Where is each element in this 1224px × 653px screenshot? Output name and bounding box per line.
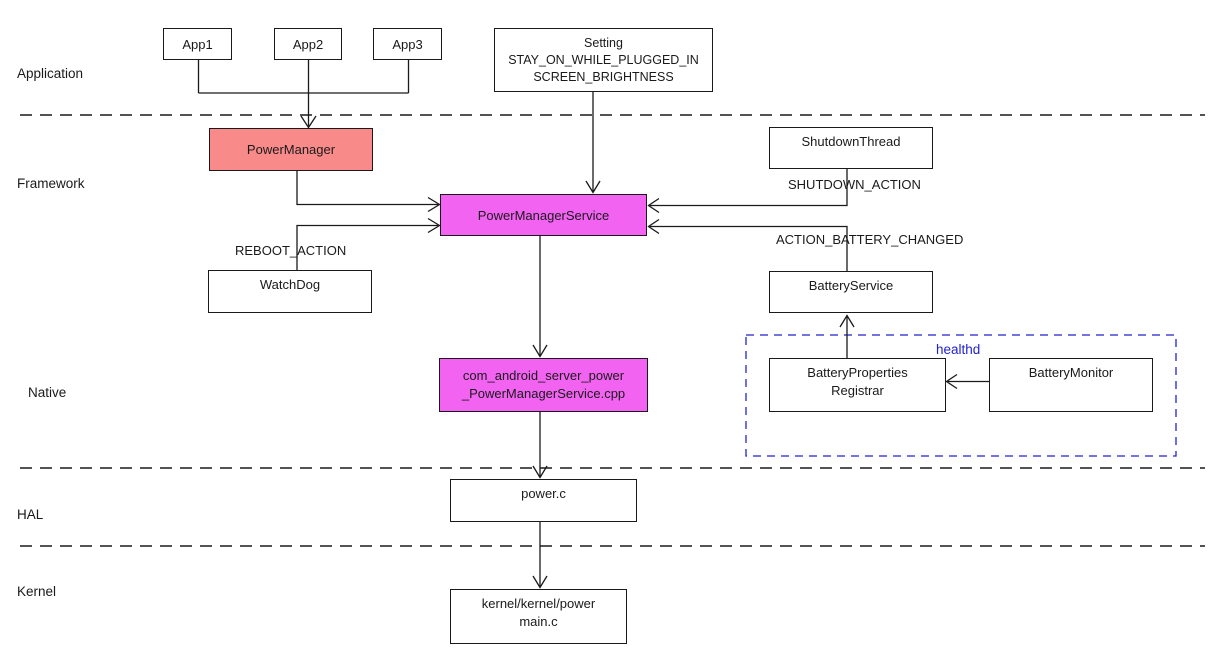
node-batteryservice-label: BatteryService	[808, 278, 894, 293]
arrowhead-into-powermanager	[300, 115, 317, 129]
node-bpr-line2: Registrar	[831, 383, 884, 398]
edge-watchdog-to-pms	[296, 224, 438, 270]
edge-label-shutdown-action: SHUTDOWN_ACTION	[788, 177, 921, 192]
node-kernel-main: kernel/kernel/power main.c	[450, 589, 627, 644]
node-powermanager: PowerManager	[209, 128, 373, 171]
node-pms-cpp-line2: _PowerManagerService.cpp	[461, 386, 626, 401]
node-batteryservice: BatteryService	[769, 271, 933, 313]
node-shutdownthread: ShutdownThread	[769, 127, 933, 169]
node-bpr-line1: BatteryProperties	[807, 365, 908, 380]
node-setting-line3: SCREEN_BRIGHTNESS	[533, 69, 674, 84]
node-shutdownthread-label: ShutdownThread	[801, 134, 901, 149]
edge-powermanager-to-pms	[296, 171, 438, 206]
layer-label-hal: HAL	[17, 507, 44, 522]
arrowhead-into-kernel	[532, 575, 548, 589]
node-app2-label: App2	[292, 36, 324, 52]
node-setting-line2: STAY_ON_WHILE_PLUGGED_IN	[508, 52, 699, 67]
layer-label-native: Native	[28, 385, 67, 400]
node-watchdog: WatchDog	[208, 270, 372, 313]
layer-label-framework: Framework	[17, 176, 85, 191]
node-app1-label: App1	[182, 36, 213, 52]
node-power-c-label: power.c	[521, 486, 566, 501]
node-batterymonitor-label: BatteryMonitor	[1028, 365, 1114, 380]
node-pms-cpp: com_android_server_power _PowerManagerSe…	[439, 358, 648, 412]
node-batterypropertiesregistrar: BatteryProperties Registrar	[769, 358, 946, 412]
edge-label-reboot-action: REBOOT_ACTION	[235, 243, 347, 258]
arrowhead-pms-left-bottom	[427, 217, 441, 234]
edge-batteryservice-to-pms	[650, 225, 848, 271]
arrowhead-pms-right-bottom	[647, 218, 660, 235]
node-powermanager-label: PowerManager	[246, 142, 336, 157]
node-setting: Setting STAY_ON_WHILE_PLUGGED_IN SCREEN_…	[494, 28, 713, 92]
node-pms-cpp-line1: com_android_server_power	[462, 368, 625, 383]
node-app2: App2	[274, 28, 342, 60]
node-power-c: power.c	[450, 479, 637, 522]
node-app3: App3	[373, 28, 442, 60]
edge-shutdownthread-to-pms	[650, 169, 848, 207]
node-powermanagerservice: PowerManagerService	[440, 194, 647, 236]
node-powermanagerservice-label: PowerManagerService	[477, 207, 610, 223]
healthd-group-label: healthd	[936, 342, 981, 357]
node-app3-label: App3	[392, 36, 423, 52]
arrowhead-into-bpr	[945, 373, 958, 390]
layer-label-kernel: Kernel	[17, 584, 57, 599]
node-kernel-main-line1: kernel/kernel/power	[481, 596, 596, 611]
node-setting-title: Setting	[584, 35, 623, 50]
arrowhead-into-batteryservice	[839, 314, 855, 328]
arrowhead-into-powerc	[532, 465, 548, 479]
edge-label-action-battery-changed: ACTION_BATTERY_CHANGED	[776, 232, 964, 247]
healthd-group-outline	[745, 334, 1177, 457]
node-kernel-main-line2: main.c	[519, 614, 558, 629]
node-batterymonitor: BatteryMonitor	[989, 358, 1153, 412]
arrowhead-into-cpp	[532, 344, 548, 358]
node-watchdog-label: WatchDog	[259, 277, 321, 292]
arrowhead-pms-right-top	[647, 197, 660, 214]
layer-label-application: Application	[17, 66, 84, 81]
arrowhead-pms-top	[585, 180, 601, 194]
arrowhead-pms-left-top	[427, 196, 441, 213]
node-app1: App1	[163, 28, 232, 60]
